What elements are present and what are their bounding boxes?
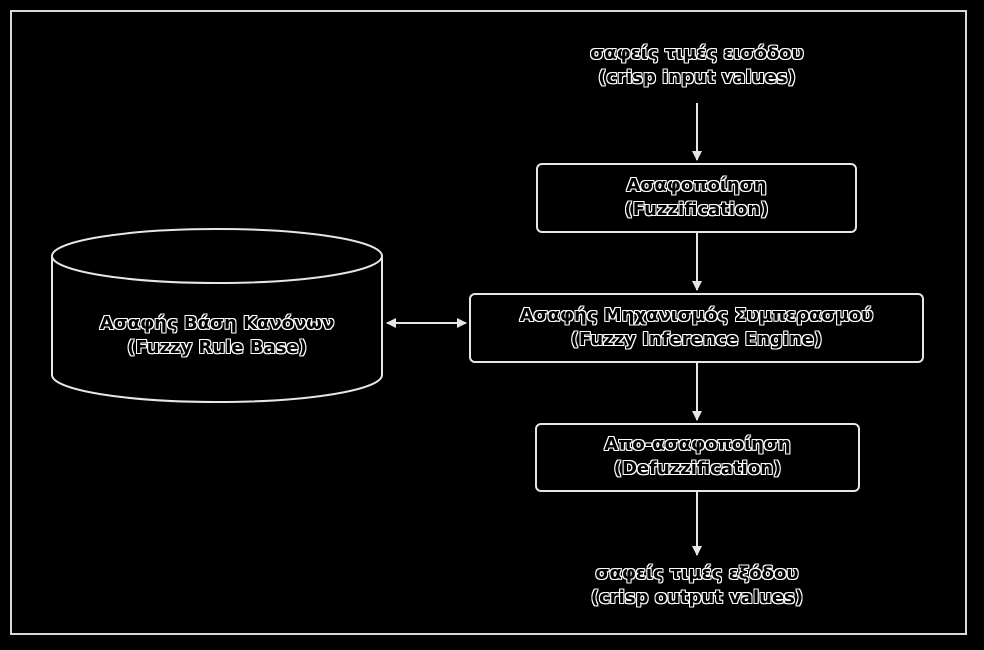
rule-base-label: Ασαφής Βάση Κανόνων (Fuzzy Rule Base) [62, 312, 372, 360]
inference-engine-box [469, 293, 924, 363]
output-label-line2: (crisp output values) [590, 587, 804, 608]
output-label-line1: σαφείς τιμές εξόδου [595, 563, 799, 584]
defuzzification-label-line1: Απο-ασαφοποίηση [604, 434, 791, 455]
fuzzification-label: Ασαφοποίηση (Fuzzification) [536, 174, 857, 222]
inference-label-line1: Ασαφής Μηχανισμός Συμπερασμού [519, 305, 874, 326]
rule-base-label-line1: Ασαφής Βάση Κανόνων [99, 313, 335, 334]
input-label: σαφείς τιμές εισόδου (crisp input values… [532, 42, 862, 90]
input-label-line2: (crisp input values) [598, 67, 796, 88]
output-label: σαφείς τιμές εξόδου (crisp output values… [532, 562, 862, 610]
input-label-line1: σαφείς τιμές εισόδου [590, 43, 804, 64]
rule-base-label-line2: (Fuzzy Rule Base) [127, 337, 307, 358]
defuzzification-label: Απο-ασαφοποίηση (Defuzzification) [535, 433, 860, 481]
fuzzification-box [536, 163, 857, 233]
defuzzification-label-line2: (Defuzzification) [613, 458, 782, 479]
rule-base-cylinder [51, 228, 383, 403]
diagram-frame [10, 10, 967, 635]
inference-label-line2: (Fuzzy Inference Engine) [570, 329, 823, 350]
fuzzification-label-line1: Ασαφοποίηση [626, 175, 767, 196]
inference-label: Ασαφής Μηχανισμός Συμπερασμού (Fuzzy Inf… [469, 304, 924, 352]
defuzzification-box [535, 423, 860, 492]
fuzzification-label-line2: (Fuzzification) [624, 199, 769, 220]
